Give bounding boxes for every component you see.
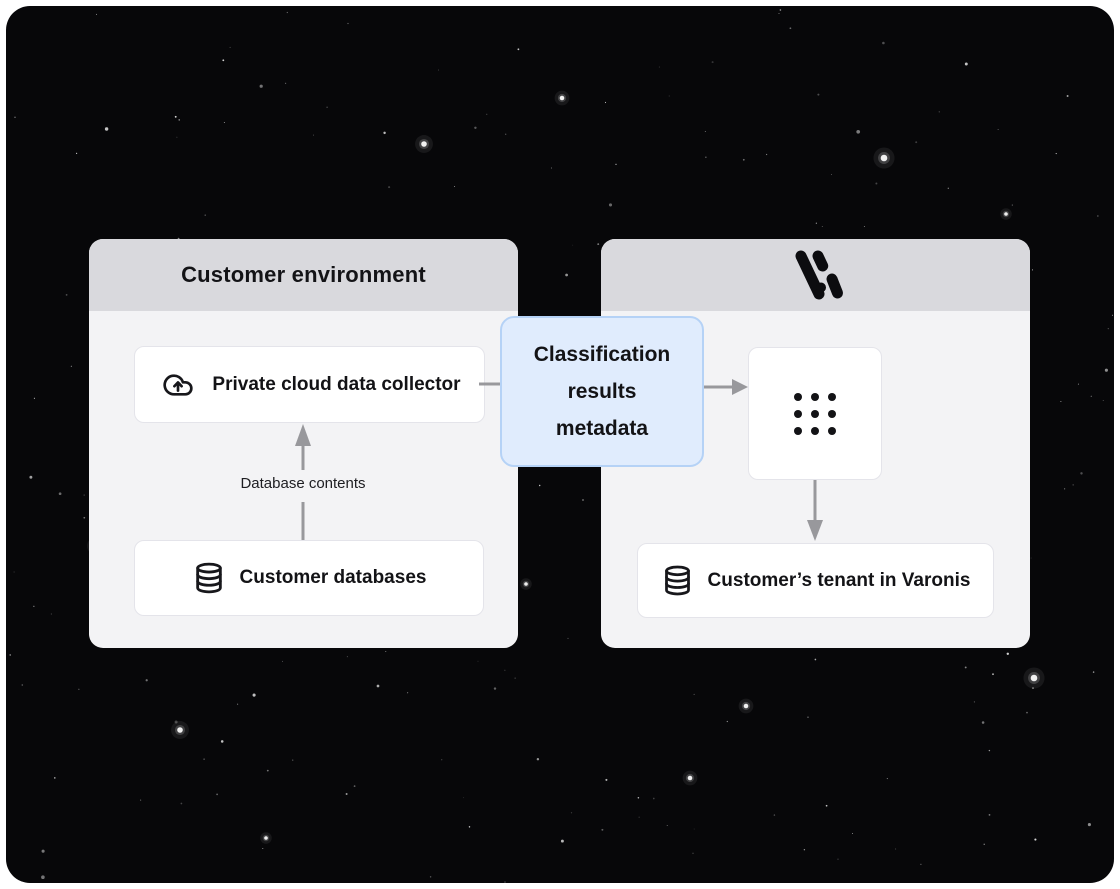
- private-cloud-data-collector-card: Private cloud data collector: [134, 346, 485, 423]
- varonis-app-card: [748, 347, 882, 480]
- starfield-background: Customer environment Private cloud data …: [6, 6, 1114, 883]
- cloud-upload-icon: [163, 373, 194, 396]
- customer-panel-title: Customer environment: [181, 262, 426, 287]
- flow-label-database-contents: Database contents: [240, 475, 366, 492]
- arrow-app-to-tenant: [807, 480, 823, 541]
- varonis-logo: [795, 250, 843, 300]
- metadata-card-label: Classification results metadata: [533, 343, 671, 440]
- database-icon: [664, 565, 690, 596]
- customer-panel-header: Customer environment: [89, 239, 518, 311]
- collector-card-label: Private cloud data collector: [212, 373, 461, 395]
- tenant-card-label: Customer’s tenant in Varonis: [707, 569, 971, 591]
- dots-grid-icon: [794, 392, 836, 435]
- databases-card-label: Customer databases: [239, 567, 427, 588]
- customer-tenant-card: Customer’s tenant in Varonis: [637, 543, 994, 618]
- arrow-metadata-to-app: [704, 379, 748, 395]
- flow-connectors: [295, 379, 823, 541]
- customer-databases-card: Customer databases: [134, 540, 484, 616]
- varonis-panel-header: [601, 239, 1030, 311]
- classification-results-metadata-card: Classification results metadata: [500, 316, 704, 467]
- database-icon: [195, 562, 222, 594]
- arrow-databases-to-collector: [295, 424, 311, 540]
